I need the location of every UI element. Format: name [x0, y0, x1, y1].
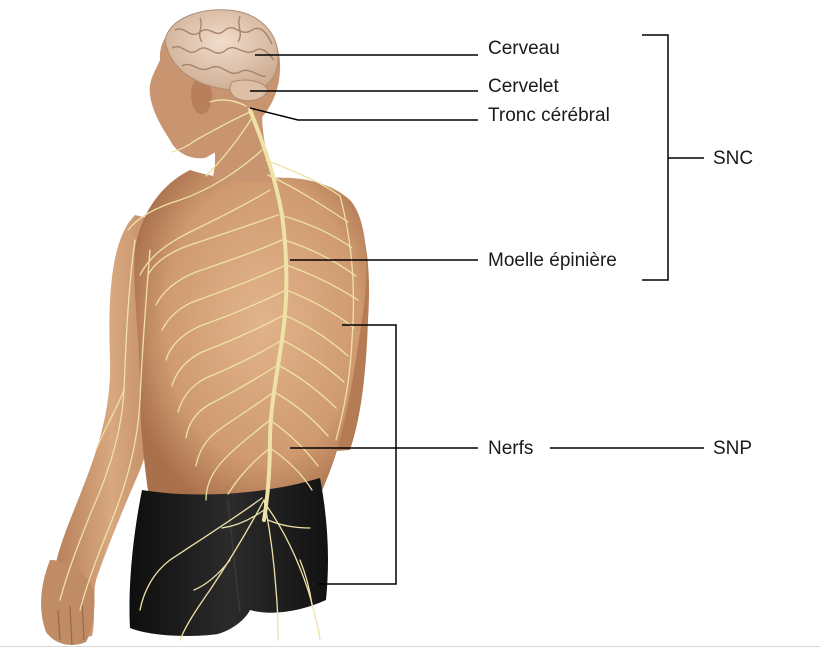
torso — [134, 170, 367, 505]
label-snc: SNC — [713, 148, 754, 169]
label-moelle-epiniere: Moelle épinière — [488, 250, 617, 271]
label-cervelet: Cervelet — [488, 76, 559, 97]
label-snp: SNP — [713, 438, 753, 459]
snp-bracket — [318, 324, 397, 585]
ear — [190, 77, 212, 115]
snc-bracket — [642, 34, 669, 281]
shorts — [129, 478, 328, 636]
leader-tronc — [249, 107, 478, 121]
cerebellum — [229, 79, 269, 102]
label-nerfs: Nerfs — [488, 438, 534, 459]
label-cerveau: Cerveau — [488, 38, 560, 59]
hand — [41, 560, 95, 645]
bottom-divider — [0, 646, 820, 647]
label-tronc-cerebral: Tronc cérébral — [488, 105, 610, 126]
nerves — [59, 99, 359, 641]
leader-lines — [249, 34, 704, 585]
brain-folds — [171, 15, 275, 77]
